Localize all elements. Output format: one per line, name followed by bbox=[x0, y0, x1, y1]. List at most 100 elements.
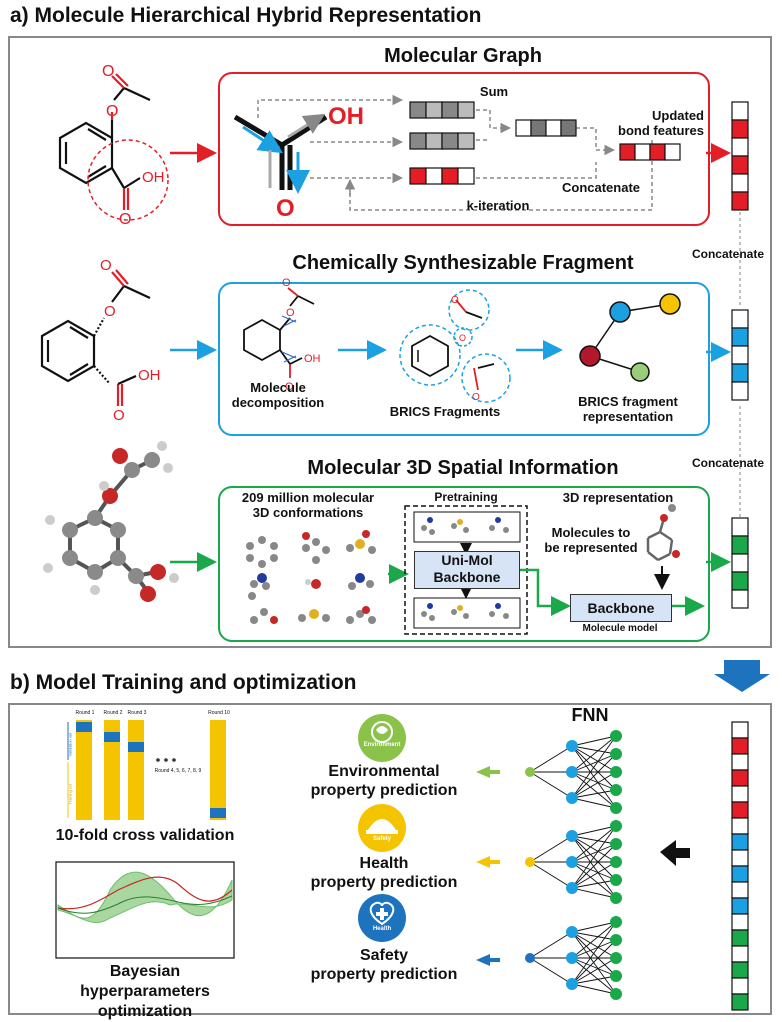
graph-o-label: O bbox=[276, 195, 295, 222]
round-2-label: Round 2 bbox=[103, 710, 123, 716]
round-1-label: Round 1 bbox=[75, 710, 95, 716]
concatenate-label-2: Concatenate bbox=[691, 456, 765, 470]
combined-vector bbox=[731, 721, 749, 1011]
down-arrow-icon bbox=[714, 660, 770, 692]
fnn-hidden-node bbox=[566, 952, 578, 964]
graph-concatenate-label: Concatenate bbox=[561, 180, 641, 195]
pretraining-label: Pretraining bbox=[434, 490, 498, 504]
round-10-label: Round 10 bbox=[208, 710, 230, 716]
svg-text:O: O bbox=[459, 333, 466, 343]
feature-vector-top bbox=[409, 101, 475, 119]
environment-icon-label: Environment bbox=[363, 742, 401, 748]
aspirin-1-o-label: O bbox=[106, 103, 118, 120]
combined-vector-cell bbox=[731, 993, 749, 1011]
svg-text:OH: OH bbox=[138, 367, 161, 384]
fnn-output-node bbox=[610, 838, 622, 850]
bond-graph-drawing bbox=[233, 113, 328, 194]
concatenate-label-1: Concatenate bbox=[691, 247, 765, 261]
bayes-label: Bayesian hyperparameters optimization bbox=[80, 963, 210, 1020]
fnn-output-node bbox=[610, 934, 622, 946]
fnn-input-node bbox=[525, 953, 535, 963]
svg-text:O: O bbox=[113, 407, 125, 424]
fnn-output-node bbox=[610, 988, 622, 1000]
cross-validation-drawing bbox=[67, 720, 226, 820]
svg-text:O: O bbox=[102, 63, 114, 80]
environment-icon bbox=[358, 714, 406, 762]
molecule-model-label: Molecule model bbox=[582, 623, 658, 634]
molecular-graph-title: Molecular Graph bbox=[384, 45, 542, 67]
fnn-hidden-node bbox=[566, 856, 578, 868]
svg-text:O: O bbox=[285, 381, 294, 393]
brics-repr-label: BRICS fragment representation bbox=[578, 394, 678, 424]
updated-bond-label: Updated bond features bbox=[618, 108, 704, 138]
env-prediction-label: Environmental property prediction bbox=[310, 763, 458, 799]
round-3-label: Round 3 bbox=[127, 710, 147, 716]
unimol-backbone-box: Uni-Mol Backbone bbox=[414, 551, 520, 589]
safety-icon bbox=[358, 804, 406, 852]
fnn-output-node bbox=[610, 952, 622, 964]
feature-vector-bottom bbox=[409, 167, 475, 185]
fnn-input-node bbox=[525, 857, 535, 867]
graph-oh-label: OH bbox=[328, 103, 364, 130]
aspirin-structure-1 bbox=[58, 73, 151, 210]
fnn-output-node bbox=[610, 856, 622, 868]
aspirin-1-oh-label: OH bbox=[142, 169, 165, 186]
fnn-networks bbox=[525, 730, 622, 1000]
safety-arrow-icon bbox=[476, 954, 500, 966]
health-icon bbox=[358, 894, 406, 942]
brics-fragments-drawing bbox=[399, 289, 511, 403]
target-molecule-drawing bbox=[646, 504, 680, 562]
cv-label: 10-fold cross validation bbox=[55, 827, 235, 844]
training-set-label: Training set bbox=[67, 783, 73, 805]
backbone-box: Backbone bbox=[570, 594, 672, 622]
svg-text:O: O bbox=[286, 307, 295, 319]
section-a-title: a) Molecule Hierarchical Hybrid Represen… bbox=[10, 4, 482, 27]
fnn-hidden-node bbox=[566, 740, 578, 752]
spatial-title: Molecular 3D Spatial Information bbox=[307, 457, 619, 479]
fnn-output-node bbox=[610, 970, 622, 982]
fnn-hidden-node bbox=[566, 830, 578, 842]
conformation-thumbnails bbox=[246, 530, 376, 624]
svg-text:O: O bbox=[104, 303, 116, 320]
sum-vector bbox=[515, 119, 577, 137]
fnn-hidden-node bbox=[566, 882, 578, 894]
3d-representation-label: 3D representation bbox=[562, 490, 674, 505]
svg-text:O: O bbox=[100, 257, 112, 274]
conformations-label: 209 million molecular 3D conformations bbox=[241, 490, 375, 520]
svg-text:OH: OH bbox=[304, 353, 321, 365]
rounds-mid-label: Round 4, 5, 6, 7, 8, 9 bbox=[154, 768, 202, 774]
validation-set-label: Validation set bbox=[67, 732, 73, 757]
updated-vector bbox=[619, 143, 681, 161]
fnn-output-node bbox=[610, 874, 622, 886]
fnn-output-node bbox=[610, 820, 622, 832]
brics-fragments-label: BRICS Fragments bbox=[389, 404, 501, 419]
k-iteration-label: k-iteration bbox=[466, 198, 530, 213]
left-arrow-icon bbox=[660, 840, 690, 866]
section-b-title: b) Model Training and optimization bbox=[10, 671, 357, 694]
to-be-represented-label: Molecules to be represented bbox=[544, 525, 638, 555]
section-b-frame bbox=[8, 703, 772, 1015]
safety-prediction-label: Safety property prediction bbox=[310, 947, 458, 983]
fnn-hidden-node bbox=[566, 926, 578, 938]
health-icon-label: Health bbox=[372, 926, 392, 932]
safety-icon-label: Safety bbox=[372, 836, 391, 842]
decomposition-structure bbox=[243, 287, 315, 378]
fnn-hidden-node bbox=[566, 978, 578, 990]
health-arrow-icon bbox=[476, 856, 500, 868]
row1-output-vector bbox=[731, 101, 749, 211]
fnn-output-node bbox=[610, 784, 622, 796]
highlight-circle bbox=[87, 139, 169, 221]
env-arrow-icon bbox=[476, 766, 500, 778]
fnn-output-node bbox=[610, 748, 622, 760]
row2-output-vector bbox=[731, 309, 749, 401]
row3-output-vector bbox=[731, 517, 749, 609]
aspirin-structure-2 bbox=[40, 269, 151, 406]
health-prediction-label: Health property prediction bbox=[310, 855, 458, 891]
fnn-output-node bbox=[610, 730, 622, 742]
fnn-hidden-node bbox=[566, 766, 578, 778]
svg-text:O: O bbox=[472, 392, 480, 403]
svg-text:O: O bbox=[451, 295, 459, 306]
brics-graph-drawing bbox=[579, 293, 681, 382]
fnn-input-node bbox=[525, 767, 535, 777]
